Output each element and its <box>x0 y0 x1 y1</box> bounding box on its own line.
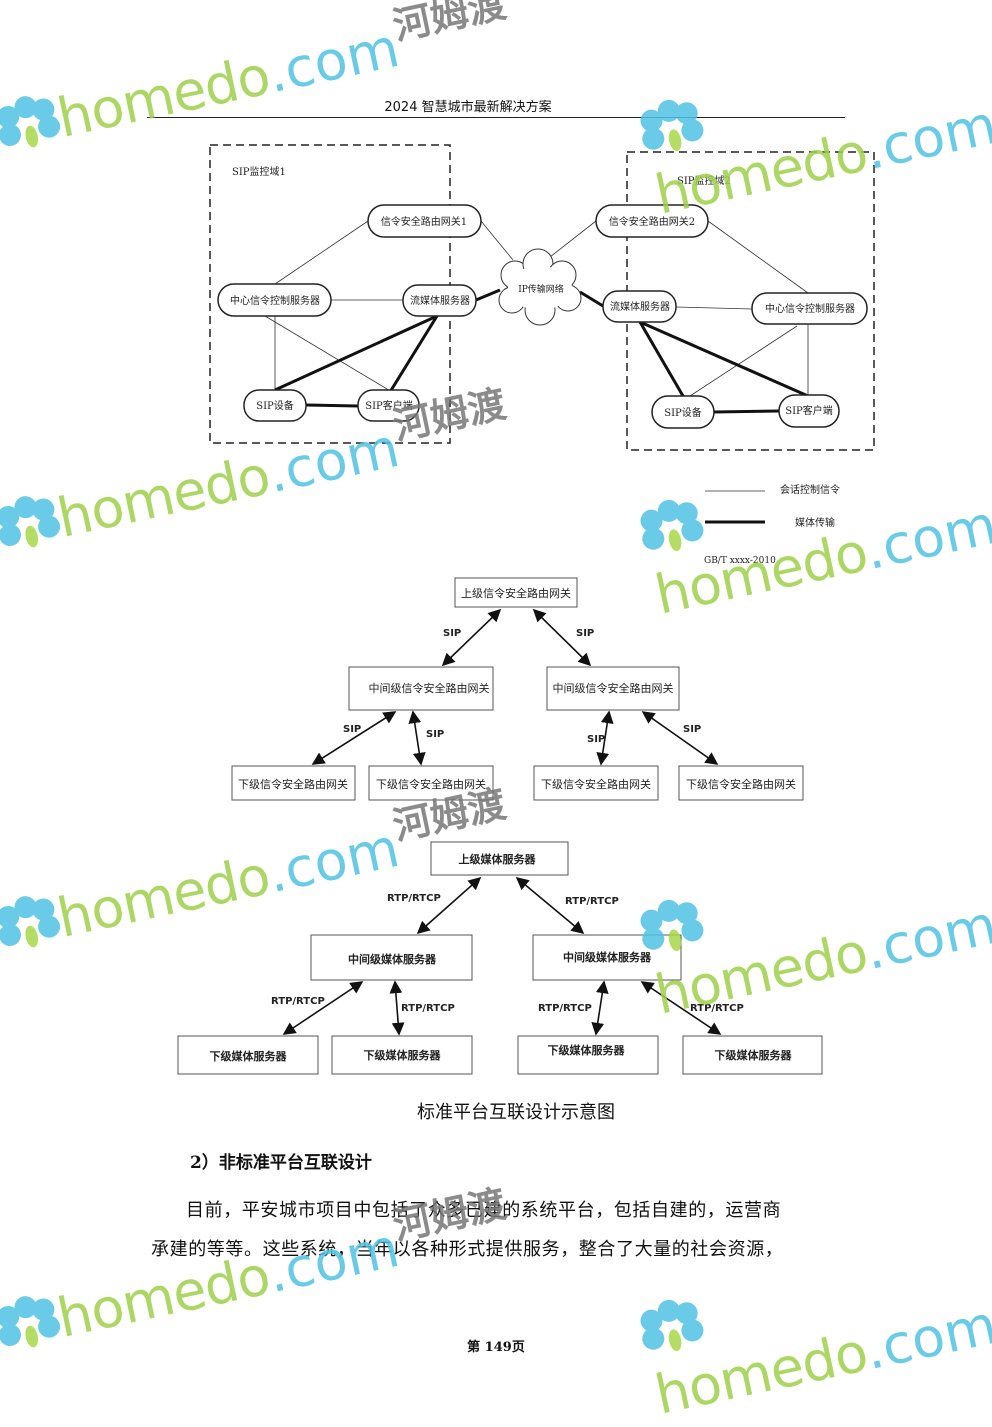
bottom-gateway-1: 下级信令安全路由网关 <box>238 777 348 791</box>
figure-caption: 标准平台互联设计示意图 <box>417 1102 615 1123</box>
bottom-media-server-2: 下级媒体服务器 <box>364 1048 442 1062</box>
header-divider <box>147 117 845 118</box>
legend-signal-label: 会话控制信令 <box>780 483 840 496</box>
svg-text:SIP客户端: SIP客户端 <box>785 404 833 417</box>
bottom-media-server-4: 下级媒体服务器 <box>715 1048 793 1062</box>
standard-code: GB/T xxxx-2010 <box>704 556 776 566</box>
link-label: SIP <box>683 724 701 735</box>
sip-domain-diagram: SIP监控域1 SIP监控域2 信令安全路由网关1 中心信令控制服务器 <box>209 144 875 566</box>
svg-text:IP传输网络: IP传输网络 <box>518 283 564 295</box>
bottom-media-server-1: 下级媒体服务器 <box>210 1049 288 1063</box>
node-gateway-1: 信令安全路由网关1 <box>367 204 482 238</box>
link-label: SIP <box>426 729 444 740</box>
signaling-gateway-hierarchy: 上级信令安全路由网关 中间级信令安全路由网关 中间级信令安全路由网关 下级信令安… <box>231 577 804 801</box>
media-links <box>274 288 809 414</box>
node-control-server-1: 中心信令控制服务器 <box>217 283 332 317</box>
middle-gateway-left: 中间级信令安全路由网关 <box>369 681 490 695</box>
paragraph-line: 目前，平安城市项目中包括了众多已建的系统平台，包括自建的，运营商 <box>186 1200 782 1221</box>
section-heading: 2）非标准平台互联设计 <box>190 1153 372 1173</box>
domain-2-label: SIP监控域2 <box>677 174 731 187</box>
signal-links <box>264 220 809 397</box>
svg-text:流媒体服务器: 流媒体服务器 <box>610 300 670 313</box>
link-label: RTP/RTCP <box>565 896 619 907</box>
node-media-server-2: 流媒体服务器 <box>602 290 677 323</box>
link-label: RTP/RTCP <box>538 1003 592 1014</box>
node-sip-client-2: SIP客户端 <box>778 394 840 428</box>
svg-text:中心信令控制服务器: 中心信令控制服务器 <box>765 302 855 315</box>
svg-text:SIP客户端: SIP客户端 <box>365 399 413 412</box>
svg-text:信令安全路由网关2: 信令安全路由网关2 <box>609 215 695 228</box>
link-label: SIP <box>587 734 605 745</box>
link-label: RTP/RTCP <box>387 893 441 904</box>
middle-media-server-right: 中间级媒体服务器 <box>563 950 652 964</box>
node-ip-network-cloud: IP传输网络 <box>498 248 582 326</box>
middle-gateway-right: 中间级信令安全路由网关 <box>553 681 674 695</box>
paragraph-line: 承建的等等。这些系统，当年以各种形式提供服务，整合了大量的社会资源， <box>151 1239 784 1260</box>
node-gateway-2: 信令安全路由网关2 <box>595 204 709 238</box>
link-label: RTP/RTCP <box>690 1003 744 1014</box>
link-label: SIP <box>576 628 594 639</box>
node-sip-device-2: SIP设备 <box>651 395 715 429</box>
domain-1-label: SIP监控域1 <box>232 165 286 178</box>
svg-text:SIP设备: SIP设备 <box>664 406 702 419</box>
legend-media-label: 媒体传输 <box>795 516 835 529</box>
bottom-gateway-2: 下级信令安全路由网关 <box>376 777 486 791</box>
bottom-gateway-4: 下级信令安全路由网关 <box>686 777 796 791</box>
link-label: SIP <box>443 628 461 639</box>
media-server-hierarchy: 上级媒体服务器 中间级媒体服务器 中间级媒体服务器 下级媒体服务器 下级媒体服务… <box>177 841 823 1075</box>
header-title: 2024 智慧城市最新解决方案 <box>384 100 552 115</box>
middle-media-server-left: 中间级媒体服务器 <box>348 952 437 966</box>
node-sip-client-1: SIP客户端 <box>357 389 420 422</box>
bottom-gateway-3: 下级信令安全路由网关 <box>541 777 651 791</box>
link-label: RTP/RTCP <box>401 1003 455 1014</box>
top-gateway: 上级信令安全路由网关 <box>461 586 571 600</box>
link-label: RTP/RTCP <box>271 996 325 1007</box>
node-media-server-1: 流媒体服务器 <box>402 284 477 317</box>
svg-text:中心信令控制服务器: 中心信令控制服务器 <box>230 294 320 307</box>
link-label: SIP <box>343 724 361 735</box>
domain-1-boundary <box>209 144 451 444</box>
svg-text:SIP设备: SIP设备 <box>256 399 294 412</box>
legend: 会话控制信令 媒体传输 GB/T xxxx-2010 <box>704 483 840 566</box>
svg-text:信令安全路由网关1: 信令安全路由网关1 <box>381 215 467 228</box>
bottom-media-server-3: 下级媒体服务器 <box>548 1043 626 1057</box>
top-media-server: 上级媒体服务器 <box>459 852 537 866</box>
svg-text:流媒体服务器: 流媒体服务器 <box>410 294 470 307</box>
page-number: 第 149页 <box>467 1340 525 1355</box>
node-control-server-2: 中心信令控制服务器 <box>751 292 868 325</box>
node-sip-device-1: SIP设备 <box>243 389 307 422</box>
